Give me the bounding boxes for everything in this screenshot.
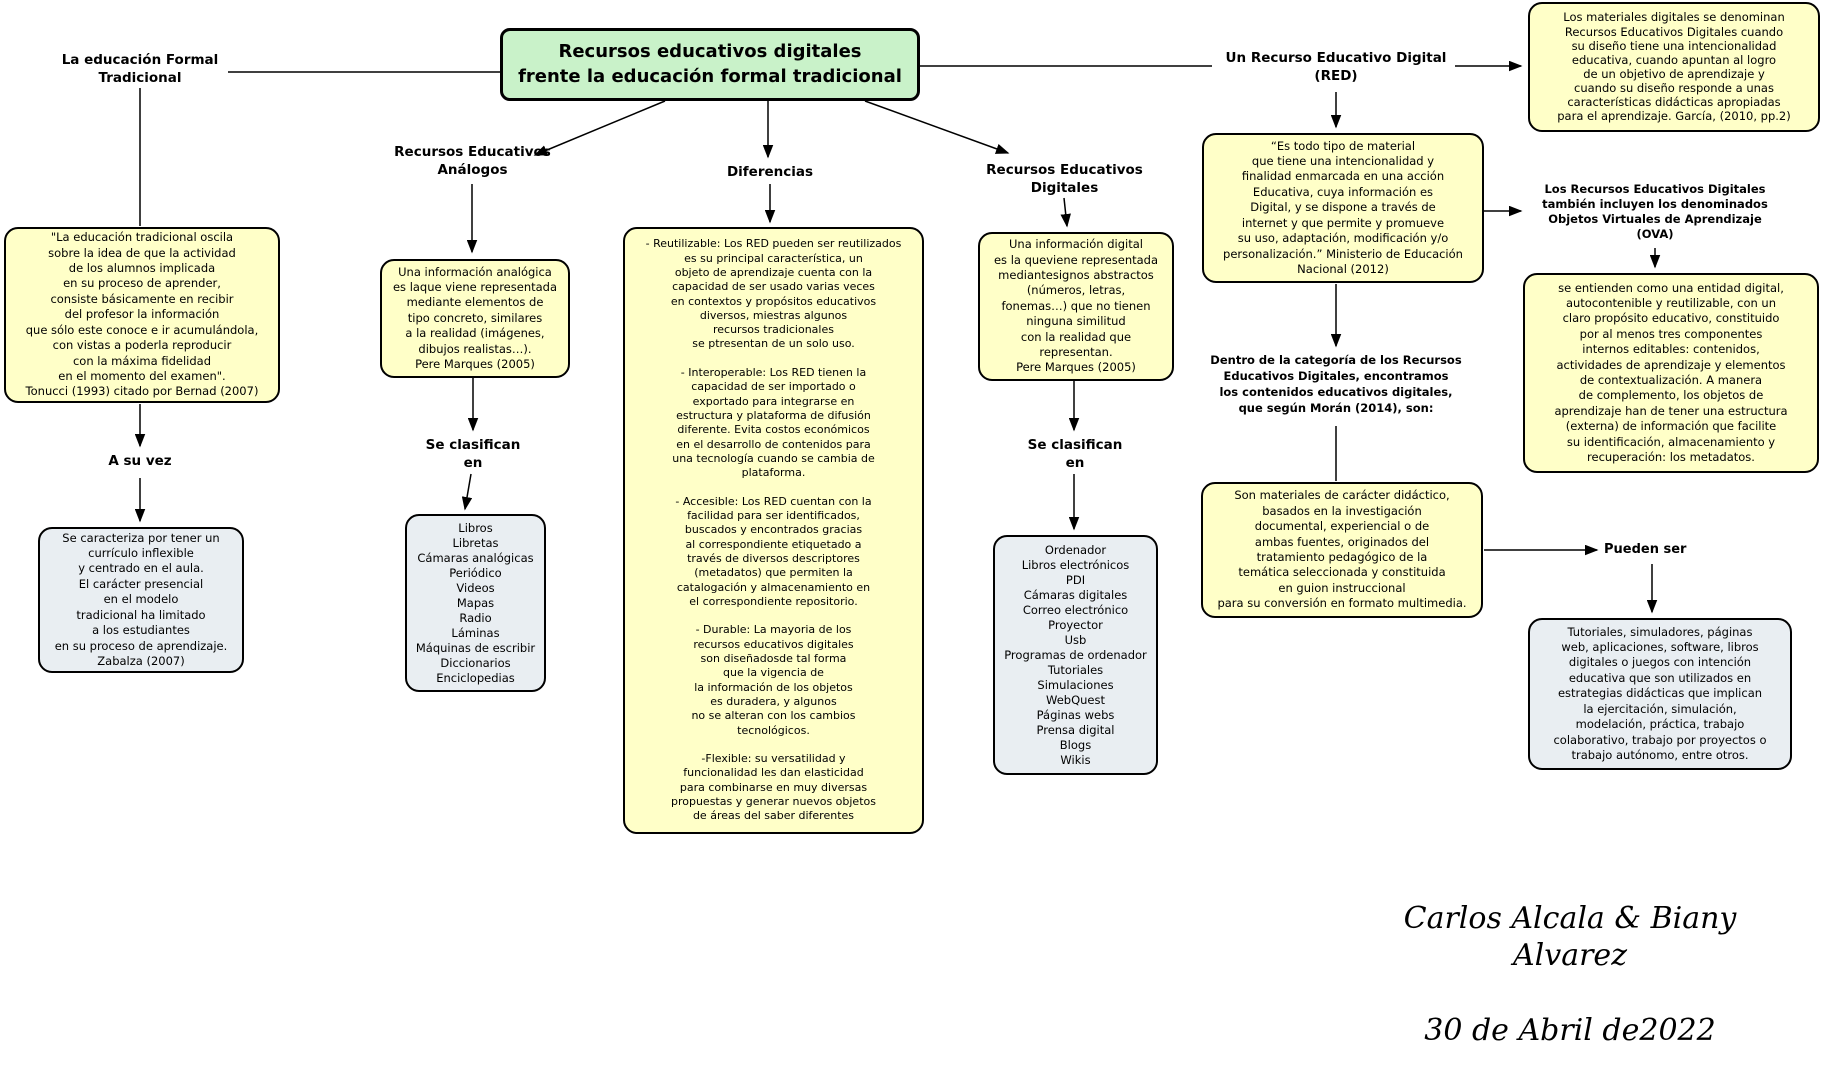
label-diferencias: Diferencias (726, 163, 814, 180)
definition-box-analogica: Una información analógica es laque viene… (380, 259, 570, 378)
characteristics-box-zabalza: Se caracteriza por tener un currículo in… (38, 527, 244, 673)
list-item: Libros electrónicos (1021, 557, 1130, 572)
list-item: Cámaras analógicas (417, 550, 534, 565)
label-recursos-digitales: Recursos Educativos Digitales (986, 161, 1143, 196)
label-se-clasifican-digitales: Se clasifican en (1027, 436, 1123, 471)
list-item: Blogs (1059, 737, 1092, 752)
list-item: Radio (459, 610, 492, 625)
label-se-clasifican-analogos: Se clasifican en (425, 436, 521, 471)
list-item: Videos (456, 580, 495, 595)
list-item: Enciclopedias (436, 670, 515, 685)
definition-box-red: “Es todo tipo de material que tiene una … (1202, 133, 1484, 283)
list-item: Láminas (451, 625, 500, 640)
list-item: WebQuest (1046, 692, 1105, 707)
list-item: Wikis (1060, 752, 1091, 767)
map-title-node: Recursos educativos digitales frente la … (500, 28, 920, 101)
list-item: Tutoriales (1047, 662, 1104, 677)
list-item: Cámaras digitales (1023, 587, 1128, 602)
label-recurso-educativo-digital: Un Recurso Educativo Digital (RED) (1225, 49, 1447, 84)
quote-box-tonucci: "La educación tradicional oscila sobre l… (4, 227, 280, 403)
list-item: Periódico (449, 565, 502, 580)
signature-authors-line: Carlos Alcala & Biany Alvarez (1403, 900, 1737, 974)
connector-arrows (134, 60, 1661, 614)
materials-box: Son materiales de carácter didáctico, ba… (1201, 482, 1483, 618)
list-item: Programas de ordenador (1004, 647, 1147, 662)
list-item: Máquinas de escribir (415, 640, 536, 655)
list-item: Ordenador (1044, 542, 1107, 557)
label-a-su-vez: A su vez (108, 452, 172, 469)
list-item: Mapas (456, 595, 495, 610)
differences-box: - Reutilizable: Los RED pueden ser reuti… (623, 227, 924, 834)
list-item: Usb (1064, 632, 1087, 647)
signature-authors: Carlos Alcala & Biany Alvarez 30 de Abri… (1370, 862, 1770, 1049)
list-item: Proyector (1048, 617, 1103, 632)
category-note-moran: Dentro de la categoría de los Recursos E… (1210, 353, 1462, 416)
list-item: PDI (1065, 572, 1086, 587)
label-objetos-virtuales-aprendizaje: Los Recursos Educativos Digitales tambié… (1542, 182, 1768, 241)
examples-box: Tutoriales, simuladores, páginas web, ap… (1528, 618, 1792, 770)
list-item: Libretas (452, 535, 499, 550)
list-item: Simulaciones (1037, 677, 1114, 692)
label-pueden-ser: Pueden ser (1604, 542, 1687, 557)
denomination-box-garcia: Los materiales digitales se denominan Re… (1528, 2, 1820, 132)
definition-box-ova: se entienden como una entidad digital, a… (1523, 273, 1819, 473)
list-item: Libros (458, 520, 493, 535)
list-item: Correo electrónico (1022, 602, 1129, 617)
list-item: Páginas webs (1036, 707, 1115, 722)
definition-box-digital: Una información digital es la queviene r… (978, 232, 1174, 381)
list-item: Prensa digital (1036, 722, 1115, 737)
signature-date-line: 30 de Abril de2022 (1424, 1013, 1716, 1048)
label-educacion-formal-tradicional: La educación Formal Tradicional (61, 51, 219, 86)
label-recursos-analogos: Recursos Educativos Análogos (394, 143, 551, 178)
list-item: Diccionarios (440, 655, 511, 670)
